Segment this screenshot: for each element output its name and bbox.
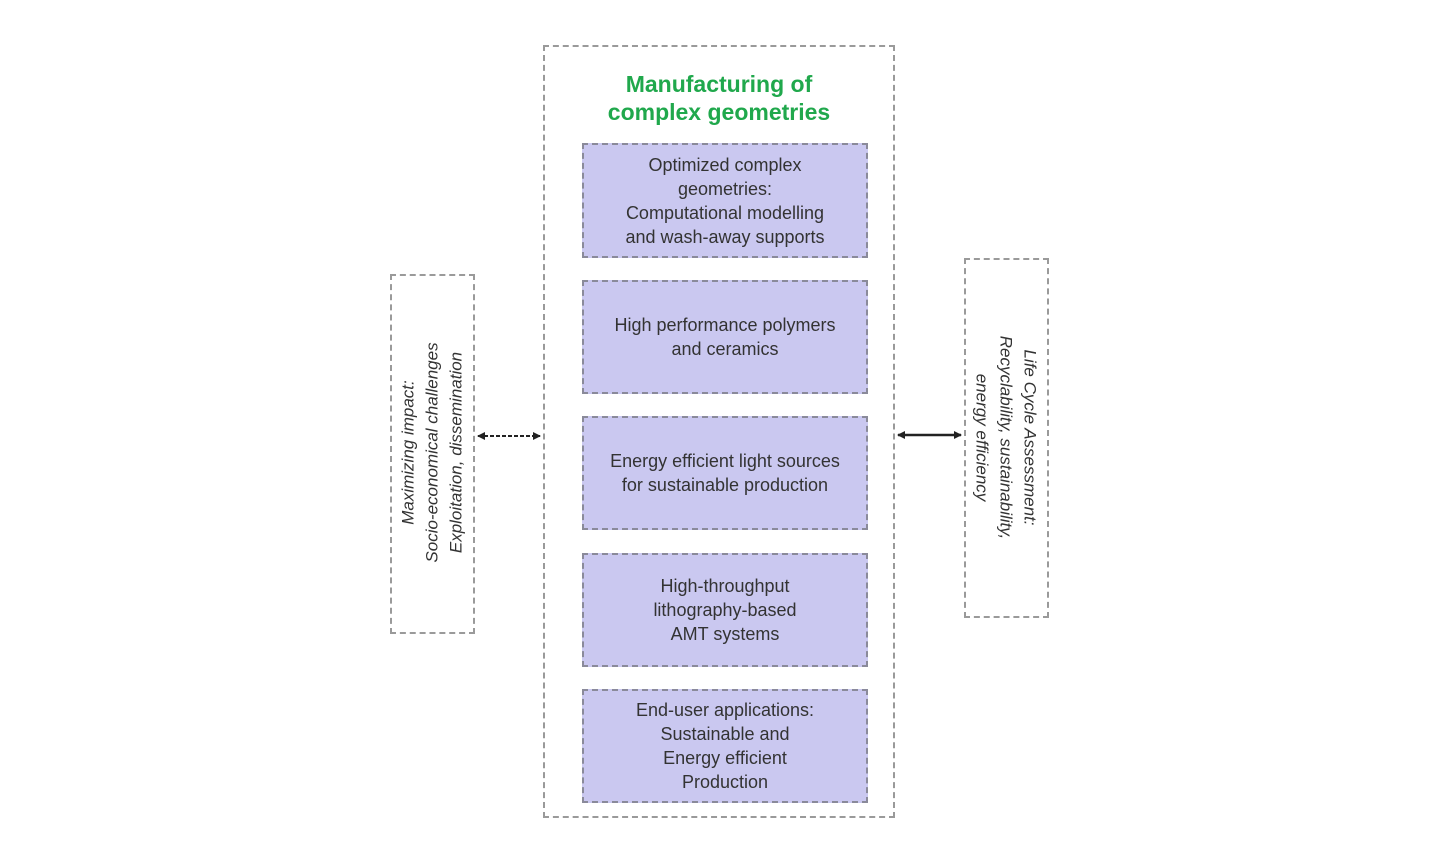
right-panel-box <box>964 258 1049 618</box>
module-text-line: Energy efficient light sources <box>610 451 840 471</box>
module-text-line: and ceramics <box>671 339 779 359</box>
right-panel-text: Life Cycle Assessment: Recyclability, su… <box>964 258 1049 618</box>
module-end-user-applications: End-user applications: Sustainable and E… <box>582 689 868 803</box>
module-text-line: Energy efficient <box>663 748 787 768</box>
center-title-line-2: complex geometries <box>607 99 831 125</box>
left-panel-line: Exploitation, dissemination <box>446 351 465 554</box>
left-panel-box <box>390 274 475 634</box>
center-title: Manufacturing of complex geometries <box>543 70 895 126</box>
module-optimized-geometries: Optimized complex geometries: Computatio… <box>582 143 868 258</box>
module-text-line: for sustainable production <box>621 475 829 495</box>
left-panel-line: Maximizing impact: <box>398 380 417 525</box>
module-text-line: High performance polymers <box>614 315 836 335</box>
module-text-line: lithography-based <box>653 600 797 620</box>
center-title-line-1: Manufacturing of <box>625 71 813 97</box>
right-panel-line: Recyclability, sustainability, <box>997 335 1016 540</box>
left-panel-line: Socio-economical challenges <box>422 342 441 563</box>
module-text-line: and wash-away supports <box>625 226 825 247</box>
module-text-line: AMT systems <box>670 624 780 644</box>
right-panel-line: energy efficiency <box>973 373 992 502</box>
module-text-line: High-throughput <box>660 576 790 596</box>
module-light-sources: Energy efficient light sources for susta… <box>582 416 868 530</box>
module-text-line: Computational modelling <box>625 202 825 223</box>
module-text-line: End-user applications: <box>635 700 815 720</box>
module-text-line: Production <box>681 772 769 792</box>
right-panel-line: Life Cycle Assessment: <box>1021 349 1040 526</box>
left-panel-text: Maximizing impact: Socio-economical chal… <box>390 273 475 633</box>
module-polymers-ceramics: High performance polymers and ceramics <box>582 280 868 394</box>
module-text-line: Optimized complex <box>648 154 802 175</box>
module-amt-systems: High-throughput lithography-based AMT sy… <box>582 553 868 667</box>
module-text-line: geometries: <box>677 178 773 199</box>
module-text-line: Sustainable and <box>660 724 790 744</box>
